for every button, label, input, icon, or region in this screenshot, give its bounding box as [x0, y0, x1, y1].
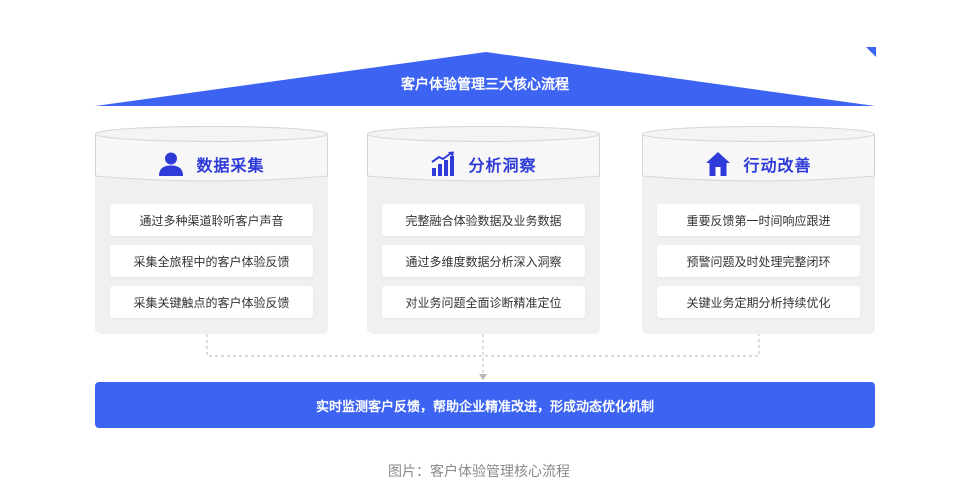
column-header: 数据采集 — [95, 151, 328, 177]
list-item: 完整融合体验数据及业务数据 — [382, 204, 585, 236]
user-icon — [159, 152, 184, 176]
growth-chart-icon — [431, 151, 455, 176]
summary-bar: 实时监测客户反馈，帮助企业精准改进，形成动态优化机制 — [95, 382, 875, 428]
list-item: 通过多维度数据分析深入洞察 — [382, 245, 585, 277]
column-data-collection: 数据采集 通过多种渠道聆听客户声音 采集全旅程中的客户体验反馈 采集关键触点的客… — [95, 126, 328, 334]
column-header: 行动改善 — [642, 151, 875, 177]
column-analysis-insight: 分析洞察 完整融合体验数据及业务数据 通过多维度数据分析深入洞察 对业务问题全面… — [367, 126, 600, 334]
column-title: 数据采集 — [196, 156, 265, 175]
column-cap — [367, 126, 600, 182]
column-title: 行动改善 — [743, 156, 812, 175]
column-cap — [642, 126, 875, 182]
list-item: 关键业务定期分析持续优化 — [657, 286, 860, 318]
list-item: 重要反馈第一时间响应跟进 — [657, 204, 860, 236]
list-item: 采集全旅程中的客户体验反馈 — [110, 245, 313, 277]
list-item: 采集关键触点的客户体验反馈 — [110, 286, 313, 318]
list-item: 通过多种渠道聆听客户声音 — [110, 204, 313, 236]
roof-title: 客户体验管理三大核心流程 — [401, 77, 569, 93]
corner-mark — [866, 47, 876, 57]
column-title: 分析洞察 — [468, 156, 537, 175]
list-item: 预警问题及时处理完整闭环 — [657, 245, 860, 277]
column-action-improvement: 行动改善 重要反馈第一时间响应跟进 预警问题及时处理完整闭环 关键业务定期分析持… — [642, 126, 875, 334]
figure-caption: 图片：客户体验管理核心流程 — [388, 464, 570, 480]
column-header: 分析洞察 — [367, 151, 600, 177]
roof-triangle — [95, 52, 875, 106]
list-item: 对业务问题全面诊断精准定位 — [382, 286, 585, 318]
home-icon — [706, 152, 731, 176]
column-cap — [95, 126, 328, 182]
